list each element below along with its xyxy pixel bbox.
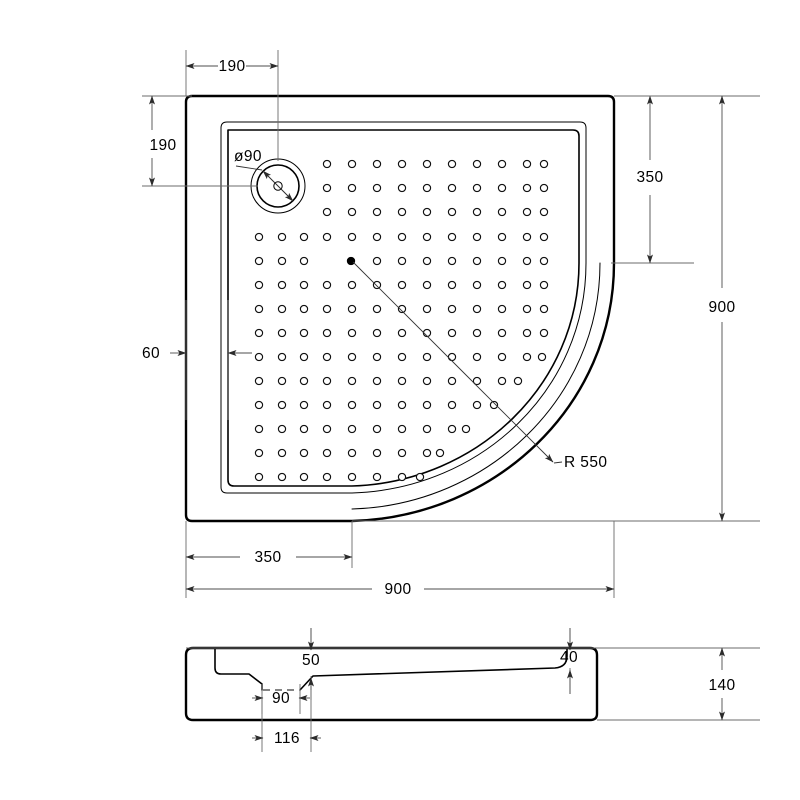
dim-50-step: 50 <box>302 628 320 700</box>
dim-label-350-bottom: 350 <box>254 549 281 566</box>
drain-label-leader <box>235 165 263 171</box>
tray-basin-outline <box>227 129 580 487</box>
dim-label-60: 60 <box>142 345 160 362</box>
dim-label-r550: R 550 <box>564 454 607 471</box>
dim-label-190-top: 190 <box>218 58 245 75</box>
tray-outer-outline <box>184 94 616 523</box>
dim-label-140: 140 <box>708 677 735 694</box>
tray-rim-line-outer <box>220 121 587 494</box>
dim-label-50: 50 <box>302 652 320 669</box>
radius-leader-origin-dot <box>346 256 356 266</box>
dim-140-thickness: 140 <box>708 647 735 721</box>
dim-90-recess: 90 <box>252 684 310 714</box>
dim-label-900-bottom: 900 <box>384 581 411 598</box>
dim-label-116: 116 <box>274 730 300 747</box>
dim-350-bottom: 350 <box>185 521 353 590</box>
dim-label-90: 90 <box>272 690 290 707</box>
section-view: 50 40 90 116 1 <box>184 628 760 752</box>
plan-view: ø90 R 550 190 190 <box>142 50 760 598</box>
dim-label-900-right: 900 <box>708 299 735 316</box>
section-inner-profile <box>214 647 263 691</box>
dim-label-drain-diameter: ø90 <box>234 148 262 165</box>
dim-116-offset: 116 <box>252 690 321 752</box>
section-floor-slope <box>299 647 568 691</box>
section-body-outline <box>184 646 599 722</box>
dim-label-40: 40 <box>560 649 578 666</box>
dim-60-rim: 60 <box>142 300 252 420</box>
dim-190-top: 190 <box>185 50 279 161</box>
radius-callout: R 550 <box>352 261 607 471</box>
dim-900-right: 900 <box>352 95 760 522</box>
dim-40-lip: 40 <box>560 628 578 694</box>
tray-radius-sweep-line <box>351 262 601 510</box>
anti-slip-dot-grid <box>254 159 549 482</box>
dim-label-190-left: 190 <box>149 137 176 154</box>
drain-diameter-arrow <box>262 170 294 202</box>
dim-label-350-right: 350 <box>636 169 663 186</box>
dim-900-bottom: 900 <box>185 521 615 598</box>
dim-190-left: 190 <box>142 95 258 187</box>
